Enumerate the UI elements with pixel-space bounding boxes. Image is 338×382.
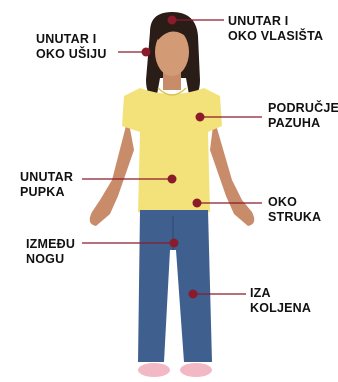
marker-armpits [196,113,205,122]
marker-navel [168,175,177,184]
label-knees-line1: IZA [250,286,311,301]
label-waist-line2: STRUKA [268,210,321,225]
marker-scalp [168,16,177,25]
label-navel-line1: UNUTAR [20,170,73,185]
label-scalp: UNUTAR I OKO VLASIŠTA [228,14,323,44]
label-legs-line1: IZMEĐU [26,237,75,252]
label-armpits: PODRUČJE PAZUHA [268,101,338,131]
label-legs: IZMEĐU NOGU [26,237,75,267]
right-arm [210,118,254,226]
marker-knees [189,290,198,299]
shirt [122,88,222,217]
label-knees-line2: KOLJENA [250,301,311,316]
label-armpits-line1: PODRUČJE [268,101,338,116]
marker-waist [193,199,202,208]
label-waist-line1: OKO [268,195,321,210]
label-scalp-line1: UNUTAR I [228,14,323,29]
label-waist: OKO STRUKA [268,195,321,225]
label-scalp-line2: OKO VLASIŠTA [228,29,323,44]
label-navel-line2: PUPKA [20,185,73,200]
jeans [138,210,212,362]
label-navel: UNUTAR PUPKA [20,170,73,200]
left-arm [90,118,134,226]
label-knees: IZA KOLJENA [250,286,311,316]
label-ears-line1: UNUTAR I [36,32,107,47]
marker-ears [142,48,151,57]
marker-legs [170,239,179,248]
label-ears-line2: OKO UŠIJU [36,47,107,62]
label-legs-line2: NOGU [26,252,75,267]
right-shoe [180,363,212,377]
left-shoe [138,363,170,377]
label-ears: UNUTAR I OKO UŠIJU [36,32,107,62]
label-armpits-line2: PAZUHA [268,116,338,131]
